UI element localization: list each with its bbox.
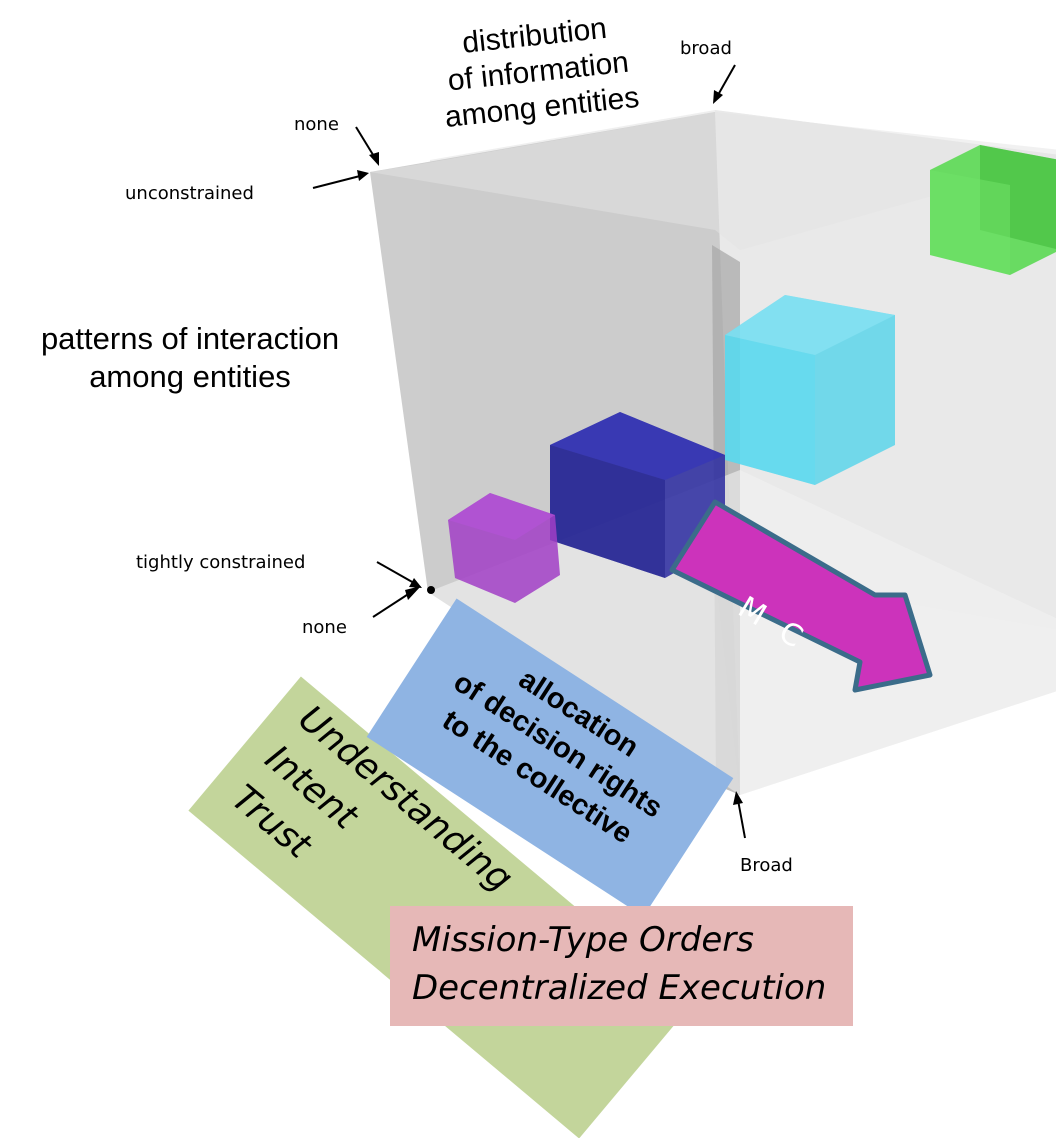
pink-panel-line-1: Mission-Type Orders (412, 920, 754, 960)
cube-top-face (370, 112, 1056, 250)
pointer-arrows (312, 64, 746, 839)
axis-interaction-title-line-1: patterns of interaction (40, 321, 340, 356)
axis-interaction-title-line-2: among entities (89, 359, 291, 394)
axis-information-low-label: none (294, 114, 339, 135)
cyan-cube (725, 295, 895, 485)
axis-interaction-title: patterns of interaction among entities (5, 320, 375, 396)
pink-panel: Mission-Type Orders Decentralized Execut… (390, 906, 853, 1026)
blue-cube (550, 412, 725, 578)
axis-decision-high-label: Broad (740, 855, 793, 876)
approach-space-cube (312, 64, 1056, 839)
pink-panel-line-2: Decentralized Execution (412, 968, 827, 1008)
axis-interaction-low-label: tightly constrained (136, 552, 306, 573)
axis-interaction-high-label: unconstrained (125, 183, 254, 204)
green-cube (930, 145, 1056, 275)
c2-approach-space-diagram: distribution of information among entiti… (5, 12, 1056, 1138)
mc-arrow (669, 499, 933, 693)
origin-dot (427, 586, 435, 594)
axis-information-high-label: broad (680, 38, 732, 59)
magenta-cube (448, 493, 560, 603)
axis-decision-low-label: none (302, 617, 347, 638)
